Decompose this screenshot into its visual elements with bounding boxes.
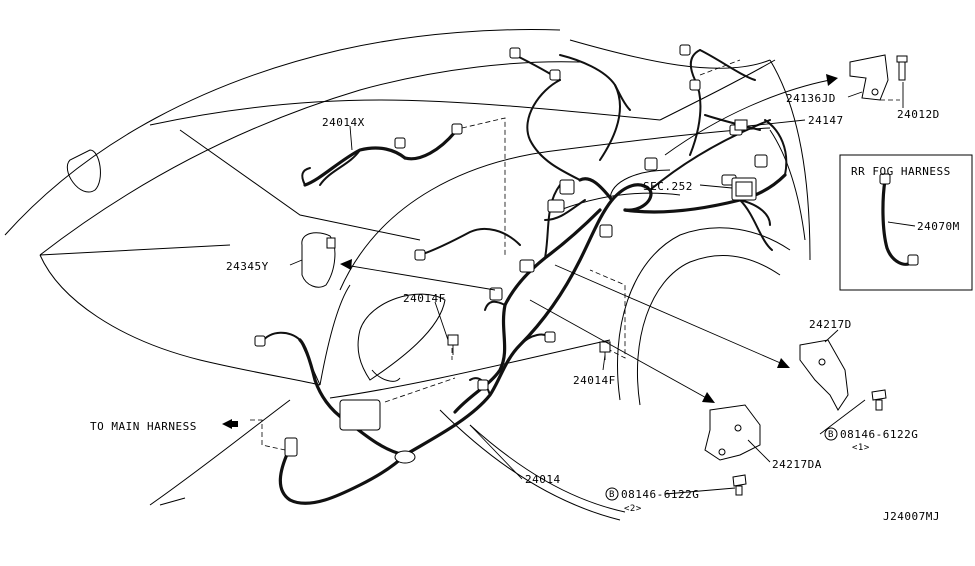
component-sec252 xyxy=(731,177,757,201)
part-labels: 24014X 24345Y 24014F 24014F TO MAIN HARN… xyxy=(90,92,960,523)
part-24147 xyxy=(734,119,748,131)
bolt-1-b-marker xyxy=(824,427,838,441)
label-24014F-a: 24014F xyxy=(403,292,446,305)
bolt-2 xyxy=(732,474,747,496)
bolt-2-b-marker xyxy=(605,487,619,501)
bolt-24012D xyxy=(896,55,908,81)
harness-24014 xyxy=(254,44,788,505)
part-24345Y xyxy=(301,232,336,288)
label-bolt-2-qty: <2> xyxy=(624,504,642,514)
bolt-1 xyxy=(871,389,887,411)
label-24345Y: 24345Y xyxy=(226,260,269,273)
reference-dashes xyxy=(250,59,900,451)
bracket-24217DA xyxy=(704,404,761,461)
label-rr-fog-harness: RR FOG HARNESS xyxy=(851,165,951,178)
bolt-1-b-letter: B xyxy=(828,430,834,440)
label-bolt-1-qty: <1> xyxy=(852,443,870,453)
rr-fog-harness-box xyxy=(839,154,973,291)
clip-24014F-a xyxy=(447,334,459,355)
label-24012D: 24012D xyxy=(897,108,940,121)
label-diagram-id: J24007MJ xyxy=(883,510,940,523)
label-24217DA: 24217DA xyxy=(772,458,822,471)
bracket-24136JD xyxy=(849,54,889,101)
label-bolt-1-code: 08146-6122G xyxy=(840,428,918,441)
label-to-main-harness: TO MAIN HARNESS xyxy=(90,420,197,433)
vehicle-body-outline xyxy=(4,29,811,521)
label-24217D: 24217D xyxy=(809,318,852,331)
label-24014X: 24014X xyxy=(322,116,365,129)
label-24014: 24014 xyxy=(525,473,561,486)
label-24014F-b: 24014F xyxy=(573,374,616,387)
bracket-24217D xyxy=(799,339,849,411)
arrows xyxy=(222,74,838,429)
bolt-2-b-letter: B xyxy=(609,490,615,500)
label-sec252: SEC.252 xyxy=(643,180,693,193)
clip-24014F-b xyxy=(599,341,611,360)
label-bolt-2-code: 08146-6122G xyxy=(621,488,699,501)
label-24147: 24147 xyxy=(808,114,844,127)
harness-24014X xyxy=(301,123,463,187)
leader-lines xyxy=(289,82,916,495)
label-24136JD: 24136JD xyxy=(786,92,836,105)
label-24070M: 24070M xyxy=(917,220,960,233)
